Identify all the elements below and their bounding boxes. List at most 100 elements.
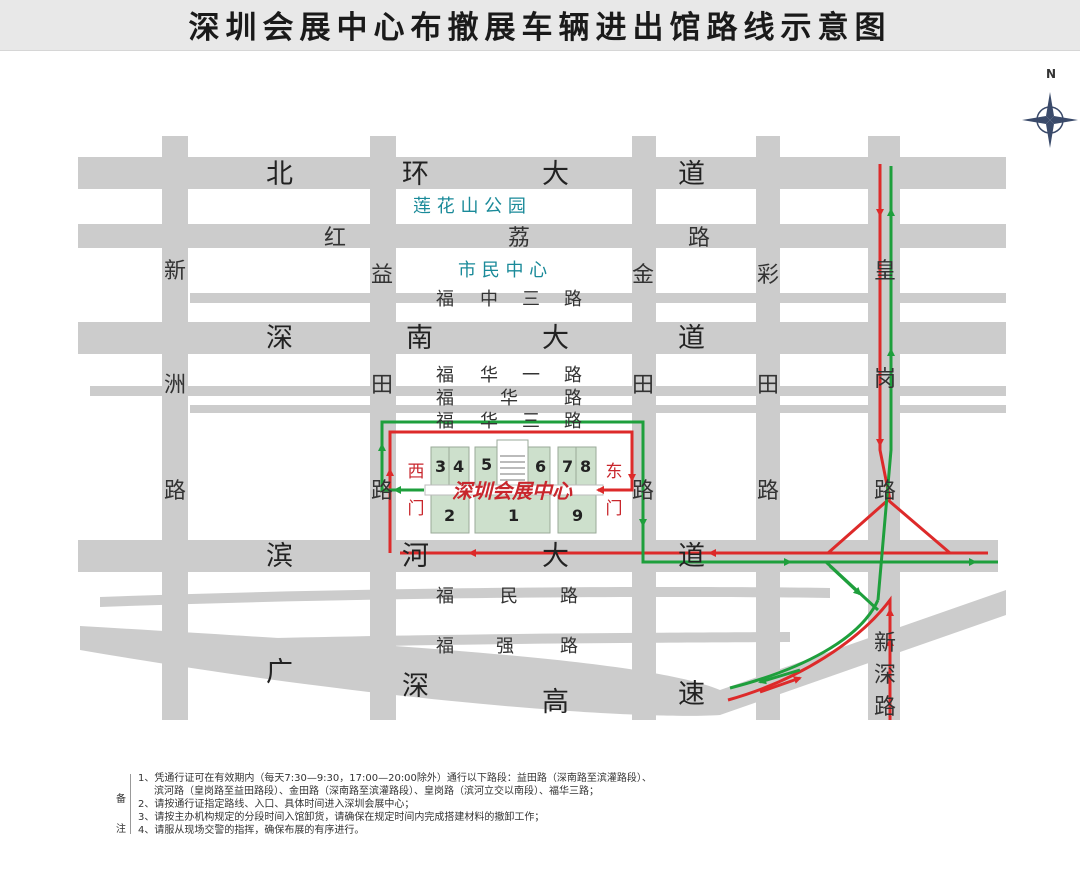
street-fuqiang-3: 路: [560, 636, 578, 657]
east-gate-label-1: 东: [605, 462, 623, 482]
road-label-beihuan-3: 大: [542, 159, 569, 190]
road-binhe: [78, 540, 998, 572]
road-label-jintian-2: 田: [632, 373, 655, 398]
road-label-binhe-1: 滨: [266, 541, 293, 572]
street-fuhuayi-2: 华: [480, 365, 498, 386]
street-fuhuasan-2: 华: [480, 411, 498, 432]
note-line-5: 4、请服从现场交警的指挥，确保布展的有序进行。: [138, 825, 365, 836]
road-xinzhou: [162, 136, 188, 720]
street-fumin-1: 福: [436, 586, 454, 607]
road-label-guangshen-3: 高: [542, 687, 569, 718]
road-label-xinshen-2: 深: [874, 663, 897, 688]
road-label-caitian-2: 田: [757, 373, 780, 398]
road-fuhua: [190, 405, 1006, 413]
road-label-hongli-2: 荔: [508, 226, 531, 251]
road-label-beihuan-4: 道: [678, 159, 705, 190]
road-label-xinzhou-2: 洲: [164, 373, 187, 398]
street-fuhuayi-1: 福: [436, 365, 454, 386]
road-fuzhongsan: [190, 293, 1006, 303]
west-gate-label-1: 西: [407, 462, 425, 482]
road-label-yitian-1: 益: [371, 263, 394, 288]
note-line-4: 3、请按主办机构规定的分段时间入馆卸货，请确保在规定时间内完成搭建材料的撤卸工作…: [138, 812, 545, 823]
road-fumin: [100, 586, 830, 607]
hall-1: [474, 494, 551, 534]
road-label-binhe-2: 河: [402, 541, 429, 572]
road-beihuan: [78, 157, 1006, 189]
notes: 1、凭通行证可在有效期内（每天7:30—9:30，17:00—20:00除外）通…: [138, 772, 652, 837]
road-label-caitian-1: 彩: [757, 263, 780, 288]
map-title: 深圳会展中心布撤展车辆进出馆路线示意图: [188, 10, 892, 46]
road-label-binhe-3: 大: [542, 541, 569, 572]
road-label-hongli-3: 路: [688, 226, 711, 251]
street-fuhua-2: 华: [500, 388, 518, 409]
road-label-shennan-4: 道: [678, 323, 705, 354]
road-huanggang: [868, 136, 900, 720]
street-fuzhongsan-3: 三: [522, 289, 540, 310]
central-building-stripes: [500, 455, 525, 481]
civic-center-label: 市 民 中 心: [458, 260, 548, 281]
street-fumin-2: 民: [500, 586, 518, 607]
street-fuhuasan-4: 路: [564, 411, 582, 432]
hall-label-3: 3: [435, 457, 447, 476]
hall-9: [557, 494, 597, 534]
lianhua-park-label: 莲 花 山 公 园: [413, 196, 526, 217]
hall-label-9: 9: [572, 506, 584, 525]
road-label-yitian-3: 路: [371, 479, 394, 504]
street-fuzhongsan-4: 路: [564, 289, 582, 310]
notes-divider: [130, 774, 131, 834]
hall-label-7: 7: [562, 457, 574, 476]
west-gate-label-2: 门: [407, 499, 425, 519]
road-label-guangshen-4: 速: [678, 679, 705, 710]
notes-mark-1: 备: [116, 794, 126, 805]
hall-label-6: 6: [535, 457, 547, 476]
east-gate-label-2: 门: [605, 499, 623, 519]
road-label-shennan-3: 大: [542, 323, 569, 354]
road-label-xinzhou-3: 路: [164, 479, 187, 504]
road-label-jintian-1: 金: [632, 263, 655, 288]
hall-label-2: 2: [444, 506, 456, 525]
street-fuhuayi-3: 一: [522, 365, 540, 386]
road-label-xinshen-3: 路: [874, 695, 897, 720]
road-caitian: [756, 136, 780, 720]
note-line-3: 2、请按通行证指定路线、入口、具体时间进入深圳会展中心；: [138, 799, 415, 810]
exhibition-center-name: 深圳会展中心: [452, 479, 572, 503]
road-label-guangshen-2: 深: [402, 671, 429, 702]
road-network: [78, 136, 1006, 720]
north-label: N: [1046, 67, 1057, 81]
note-line-2: 滨河路（皇岗路至益田路段）、金田路（深南路至滨灌路段）、皇岗路（滨河立交以南段）…: [154, 786, 599, 797]
hall-label-8: 8: [580, 457, 592, 476]
street-fuzhongsan-1: 福: [436, 289, 454, 310]
title-bar: 深圳会展中心布撤展车辆进出馆路线示意图: [0, 0, 1080, 51]
road-label-shennan-2: 南: [406, 323, 433, 354]
road-label-xinshen-1: 新: [874, 631, 897, 656]
street-fuqiang-1: 福: [436, 636, 454, 657]
road-hongli: [78, 224, 1006, 248]
hall-label-4: 4: [453, 457, 465, 476]
street-fumin-3: 路: [560, 586, 578, 607]
notes-mark-2: 注: [116, 824, 126, 835]
street-fuzhongsan-2: 中: [480, 289, 498, 310]
compass-rose-icon: [1022, 92, 1078, 148]
road-label-shennan-1: 深: [266, 323, 293, 354]
exit-route-green: [378, 166, 998, 690]
street-fuhuasan-3: 三: [522, 411, 540, 432]
street-fuhuasan-1: 福: [436, 411, 454, 432]
road-label-hongli-1: 红: [324, 226, 347, 251]
road-label-huanggang-1: 皇: [874, 259, 897, 284]
hall-label-1: 1: [508, 506, 520, 525]
street-fuhua-1: 福: [436, 388, 454, 409]
road-fuhuayi: [90, 386, 1006, 396]
road-label-guangshen-1: 广: [266, 657, 293, 688]
note-line-1: 1、凭通行证可在有效期内（每天7:30—9:30，17:00—20:00除外）通…: [138, 773, 652, 784]
road-label-xinzhou-1: 新: [164, 259, 187, 284]
road-shennan: [78, 322, 1006, 354]
road-label-caitian-3: 路: [757, 479, 780, 504]
hall-label-5: 5: [481, 455, 493, 474]
road-label-yitian-2: 田: [371, 373, 394, 398]
road-label-huanggang-3: 路: [874, 479, 897, 504]
road-label-beihuan-2: 环: [402, 159, 429, 190]
road-label-huanggang-2: 岗: [874, 367, 897, 392]
road-label-beihuan-1: 北: [266, 159, 293, 190]
street-fuhuayi-4: 路: [564, 365, 582, 386]
